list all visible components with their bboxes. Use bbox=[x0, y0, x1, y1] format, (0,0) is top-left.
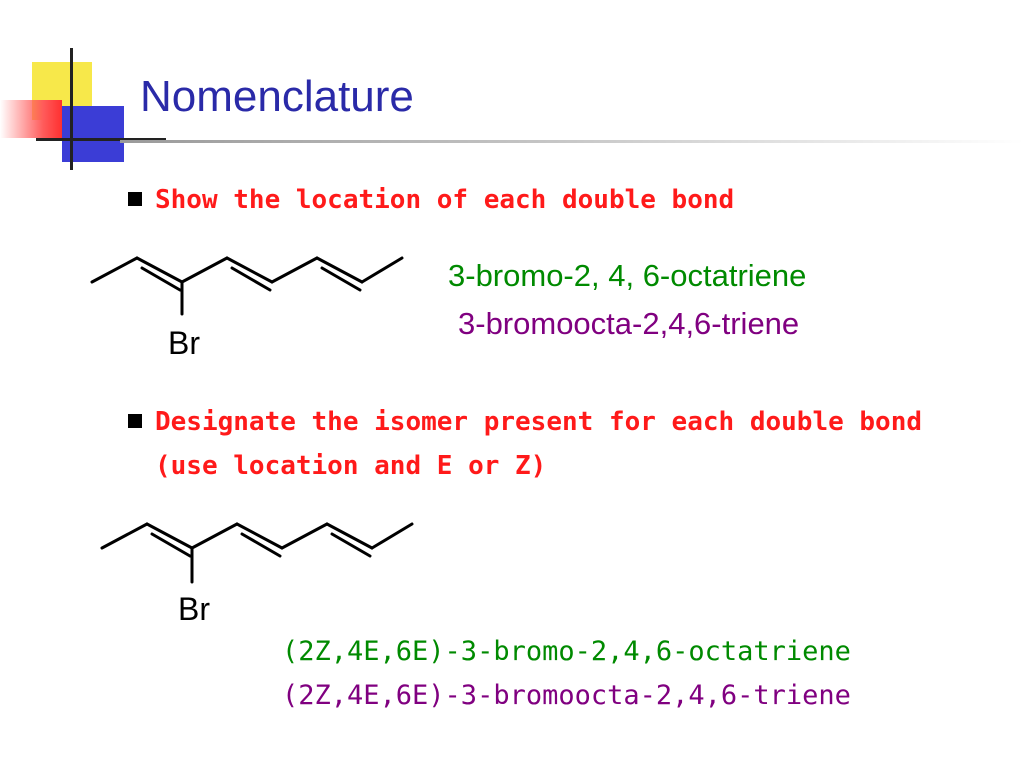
bond bbox=[325, 522, 374, 550]
double-bond-inner bbox=[320, 266, 362, 292]
decorative-vertical-line bbox=[70, 48, 73, 170]
molecule-structure-2: Br bbox=[100, 522, 414, 627]
stereo-name-old: (2Z,4E,6E)-3-bromo-2,4,6-octatriene bbox=[282, 636, 851, 667]
bromine-label: Br bbox=[178, 591, 210, 627]
double-bond-inner bbox=[150, 532, 192, 558]
double-bond-inner bbox=[140, 266, 182, 292]
bullet-text-location: Show the location of each double bond bbox=[155, 185, 735, 215]
double-bond-inner bbox=[240, 532, 282, 558]
bond bbox=[90, 256, 139, 284]
bullet-square-icon bbox=[128, 414, 142, 428]
bond bbox=[145, 522, 194, 550]
stereo-name-new: (2Z,4E,6E)-3-bromoocta-2,4,6-triene bbox=[282, 680, 851, 711]
decorative-horizontal-line bbox=[36, 138, 166, 141]
molecule-structure-1: Br bbox=[90, 256, 404, 361]
iupac-name-new: 3-bromoocta-2,4,6-triene bbox=[458, 306, 800, 341]
bond bbox=[280, 522, 329, 550]
iupac-name-old: 3-bromo-2, 4, 6-octatriene bbox=[448, 258, 807, 293]
bond bbox=[135, 256, 184, 284]
bullet-text-isomer: Designate the isomer present for each do… bbox=[155, 407, 923, 481]
bond bbox=[225, 256, 274, 284]
bond bbox=[180, 256, 229, 284]
bromine-label: Br bbox=[168, 325, 200, 361]
bond bbox=[370, 522, 414, 550]
bond bbox=[270, 256, 319, 284]
title-underline-rule bbox=[120, 140, 1024, 143]
decorative-red-bar bbox=[0, 100, 62, 138]
bond bbox=[235, 522, 284, 550]
bullet-square-icon bbox=[128, 192, 142, 206]
bond bbox=[315, 256, 364, 284]
double-bond-inner bbox=[330, 532, 372, 558]
bond bbox=[190, 522, 239, 550]
bond bbox=[360, 256, 404, 284]
double-bond-inner bbox=[230, 266, 272, 292]
slide-title: Nomenclature bbox=[140, 72, 414, 121]
bond bbox=[100, 522, 149, 550]
